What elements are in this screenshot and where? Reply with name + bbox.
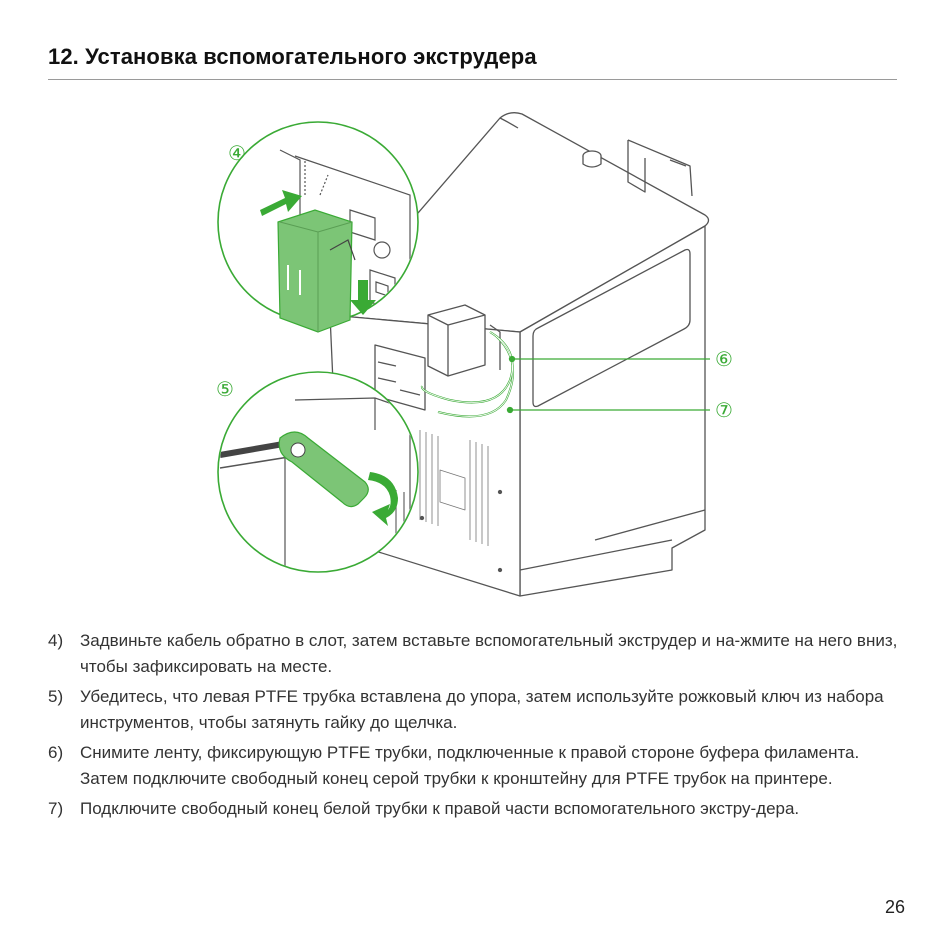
page-number: 26 xyxy=(884,897,905,917)
step-text: Снимите ленту, фиксирующую PTFE трубки, … xyxy=(80,743,860,788)
step-item: 7) Подключите свободный конец белой труб… xyxy=(48,796,898,822)
step-number: 7) xyxy=(48,799,64,818)
detail-circle-4 xyxy=(217,121,419,333)
detail-circle-5 xyxy=(217,371,419,573)
callout-7: ⑦ xyxy=(715,398,733,422)
callout-5: ⑤ xyxy=(216,377,234,401)
step-text: Убедитесь, что левая PTFE трубка вставле… xyxy=(80,687,884,732)
step-number: 4) xyxy=(48,631,64,650)
instruction-list: 4) Задвиньте кабель обратно в слот, зате… xyxy=(48,628,898,826)
step-item: 5) Убедитесь, что левая PTFE трубка вста… xyxy=(48,684,898,736)
step-item: 6) Снимите ленту, фиксирующую PTFE трубк… xyxy=(48,740,898,792)
step-number: 6) xyxy=(48,743,64,762)
callout-6: ⑥ xyxy=(715,347,733,371)
title-divider xyxy=(48,79,897,80)
step-item: 4) Задвиньте кабель обратно в слот, зате… xyxy=(48,628,898,680)
callout-4: ④ xyxy=(228,141,246,165)
callout-leaders xyxy=(506,355,710,414)
printer-illustration: ④ ⑤ ⑥ ⑦ xyxy=(216,112,733,597)
step-text: Задвиньте кабель обратно в слот, затем в… xyxy=(80,631,898,676)
page-title: 12. Установка вспомогательного экструдер… xyxy=(48,44,537,69)
step-number: 5) xyxy=(48,687,64,706)
step-text: Подключите свободный конец белой трубки … xyxy=(80,799,800,818)
ptfe-tubes-inner xyxy=(421,331,514,417)
